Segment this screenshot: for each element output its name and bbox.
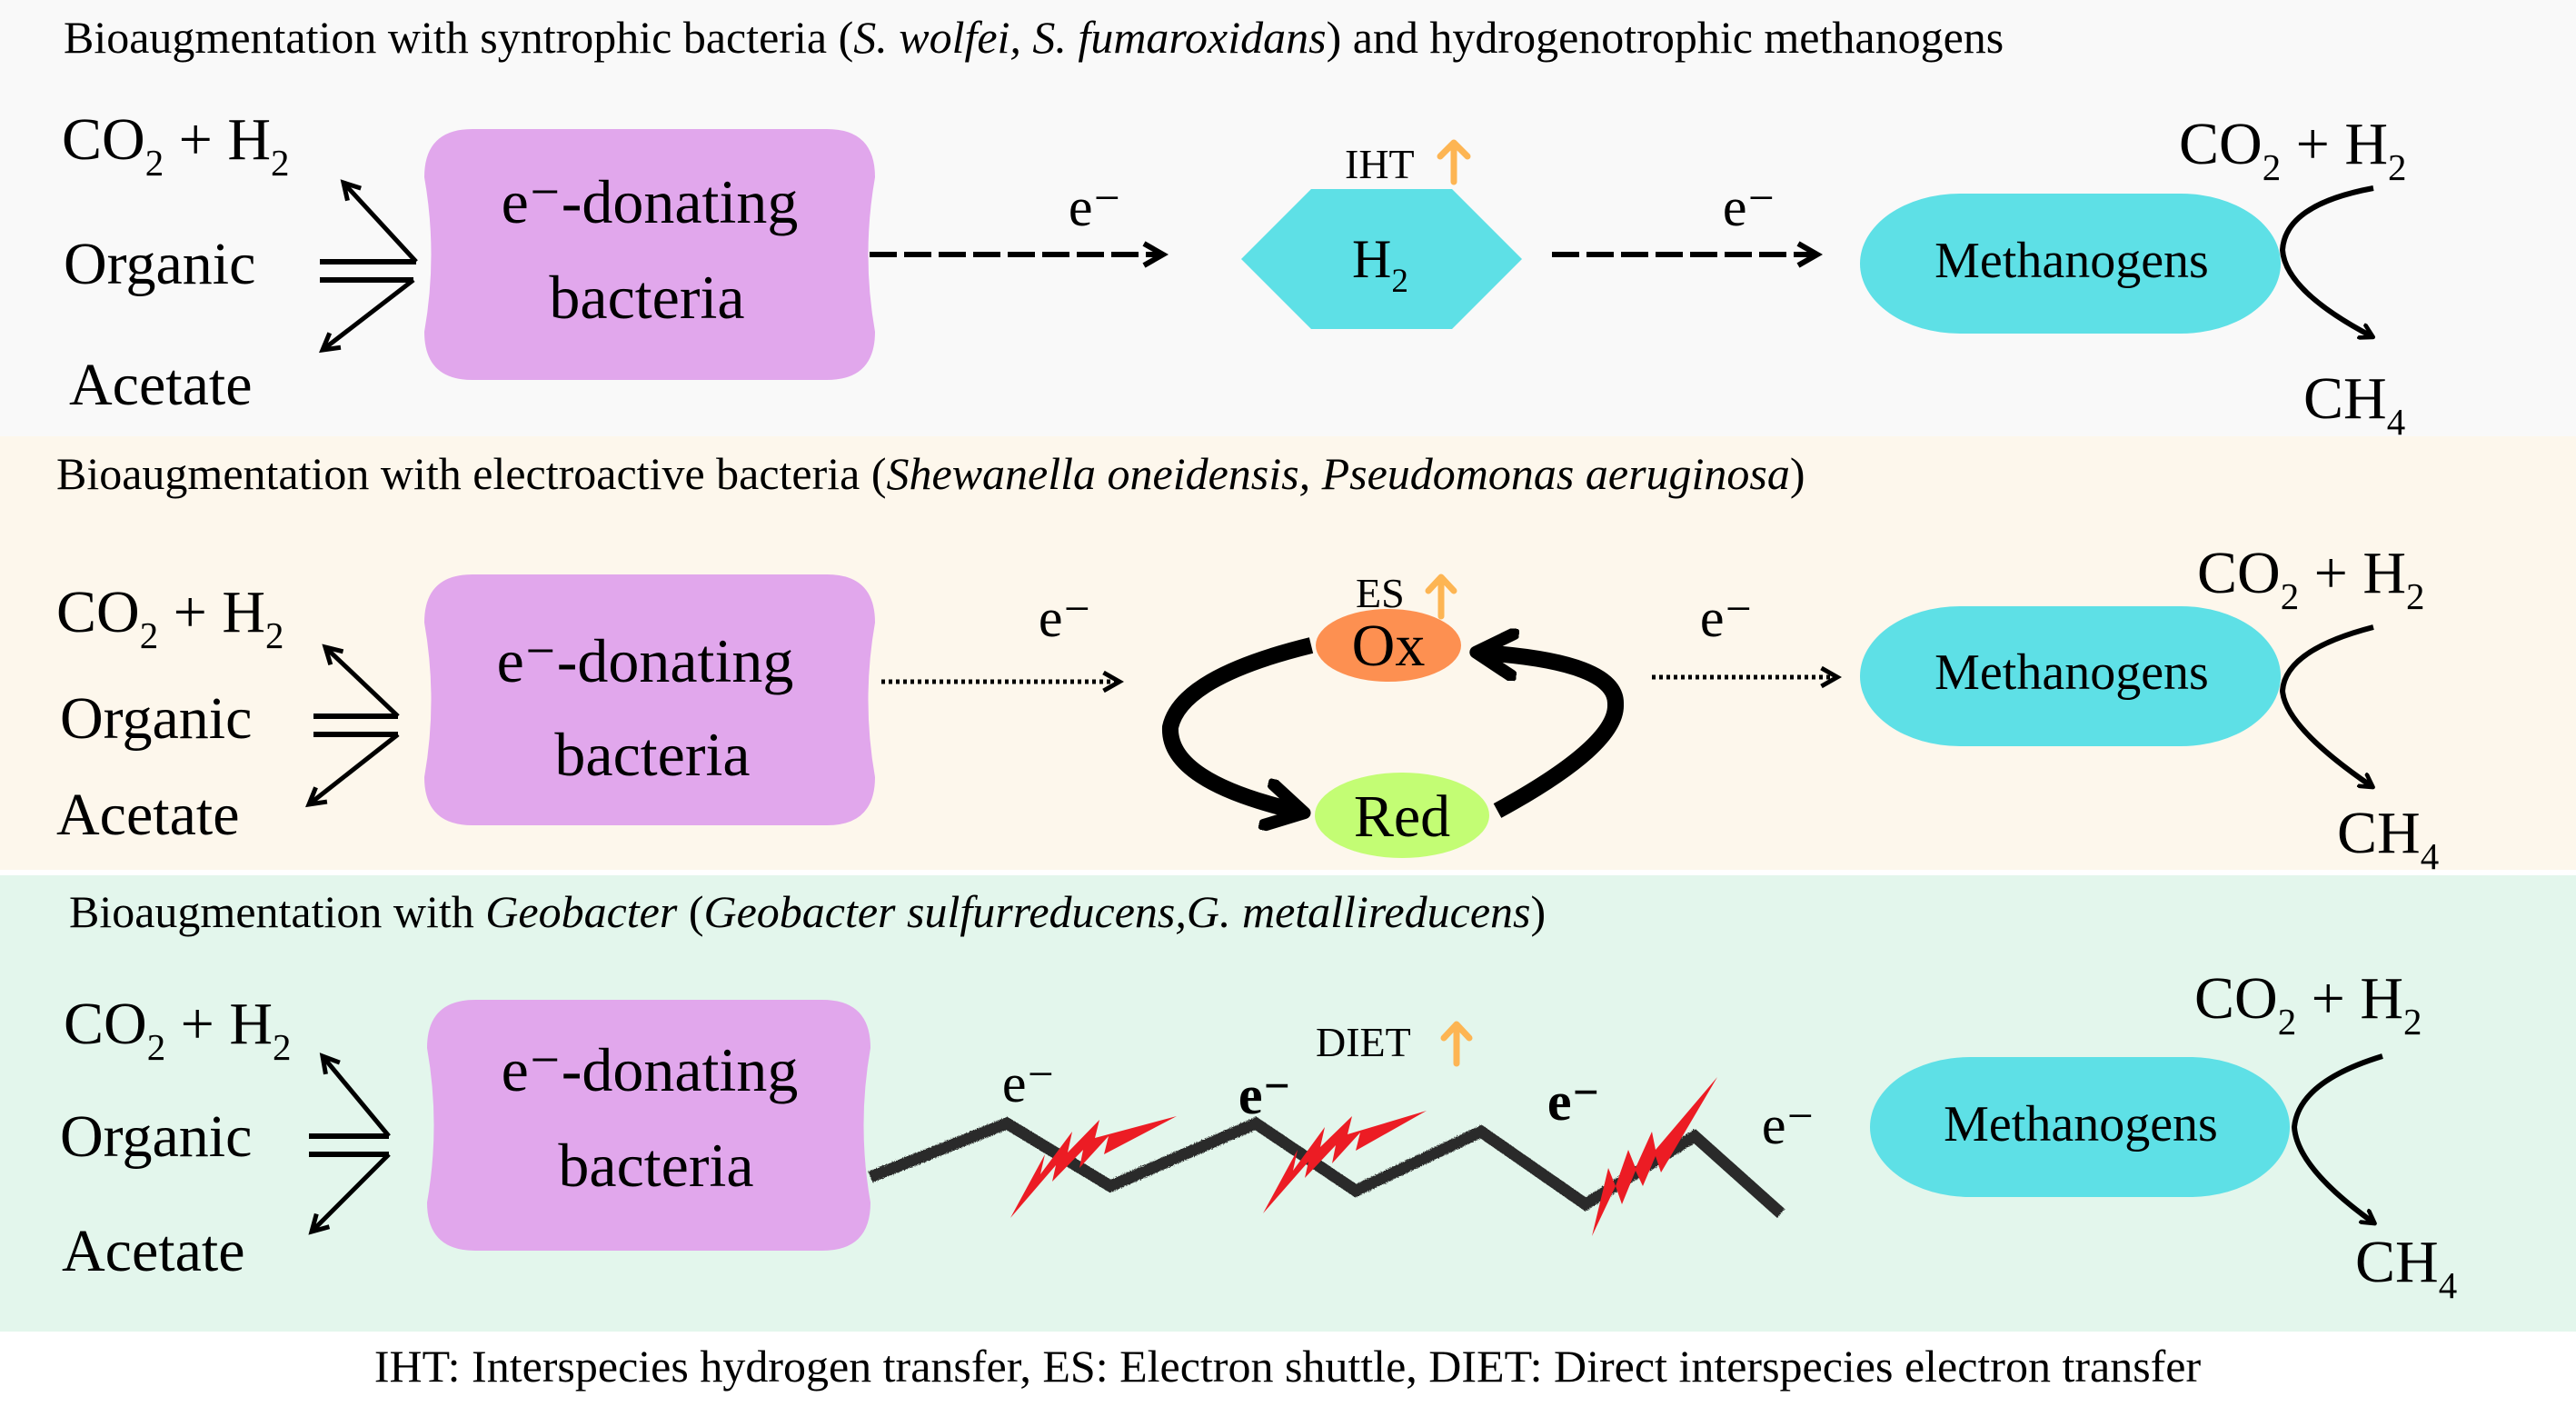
substrate-acetate: Acetate [62, 1218, 245, 1284]
panel-title: Bioaugmentation with syntrophic bacteria… [64, 12, 2004, 63]
fork-arrow-icon [308, 1053, 391, 1235]
conversion-arrow-icon [2279, 185, 2373, 336]
substrate-acetate: Acetate [69, 352, 253, 418]
product-ch4: CH4 [2303, 365, 2405, 443]
h2-label: H2 [1352, 229, 1408, 300]
panel-geobacter: Bioaugmentation with Geobacter (Geobacte… [0, 875, 2576, 1332]
diet-tag: DIET [1316, 1019, 1411, 1065]
oxidation-arrow-icon [1481, 653, 1624, 818]
electron-label: e⁻ [1700, 588, 1753, 648]
panel-title: Bioaugmentation with electroactive bacte… [56, 448, 1805, 499]
methanogens-box [1860, 606, 2281, 746]
panel-title: Bioaugmentation with Geobacter (Geobacte… [69, 886, 1546, 937]
es-tag: ES [1356, 570, 1405, 616]
electron-label: e⁻ [1069, 177, 1121, 237]
donor-bacteria-box [424, 574, 875, 825]
reduction-arrow-icon [1162, 637, 1314, 812]
footer-background [0, 1332, 2576, 1417]
lightning-icon [1263, 1111, 1427, 1213]
electron-label: e⁻ [1547, 1072, 1600, 1132]
donor-label-line2: bacteria [549, 263, 744, 332]
product-ch4: CH4 [2337, 800, 2439, 877]
methanogens-label: Methanogens [1934, 233, 2209, 289]
ox-node [1316, 609, 1461, 682]
fork-arrow-icon [305, 644, 400, 808]
substrate-organic: Organic [60, 685, 252, 752]
iht-tag: IHT [1345, 141, 1415, 187]
donor-label-line2: bacteria [554, 720, 750, 789]
red-node [1315, 773, 1489, 858]
product-co2-h2: CO2 + H2 [2197, 540, 2425, 617]
substrate-co2-h2: CO2 + H2 [62, 106, 290, 184]
conversion-arrow-icon [2279, 624, 2373, 786]
substrate-organic: Organic [60, 1103, 252, 1170]
lightning-icon [1592, 1077, 1717, 1236]
product-co2-h2: CO2 + H2 [2179, 111, 2407, 188]
electron-label: e⁻ [1723, 177, 1775, 237]
substrate-co2-h2: CO2 + H2 [64, 991, 292, 1068]
red-label: Red [1354, 783, 1450, 850]
electron-label: e⁻ [1762, 1095, 1815, 1155]
methanogens-box [1860, 194, 2281, 334]
donor-bacteria-box [427, 1000, 870, 1251]
donor-bacteria-box [424, 129, 875, 380]
electron-label: e⁻ [1039, 588, 1091, 648]
conversion-arrow-icon [2291, 1053, 2383, 1222]
donor-label-line2: bacteria [558, 1131, 753, 1200]
methanogens-label: Methanogens [1934, 644, 2209, 701]
h2-hexagon [1241, 189, 1522, 329]
product-co2-h2: CO2 + H2 [2194, 965, 2422, 1043]
increase-arrow-icon [1437, 139, 1471, 185]
ox-label: Ox [1352, 613, 1426, 679]
increase-arrow-icon [1425, 574, 1457, 620]
substrate-organic: Organic [64, 231, 255, 297]
substrate-acetate: Acetate [56, 782, 240, 848]
electron-label: e⁻ [1002, 1053, 1055, 1113]
fork-arrow-icon [319, 179, 418, 354]
donor-label-line1: e⁻-donating [502, 1035, 799, 1104]
lightning-icons [1010, 1077, 1717, 1236]
product-ch4: CH4 [2355, 1229, 2457, 1306]
substrate-co2-h2: CO2 + H2 [56, 579, 284, 656]
electron-label: e⁻ [1238, 1065, 1291, 1125]
methanogens-label: Methanogens [1944, 1096, 2218, 1153]
increase-arrow-icon [1440, 1021, 1473, 1067]
panel-electroactive: Bioaugmentation with electroactive bacte… [0, 436, 2576, 877]
footer-legend: IHT: Interspecies hydrogen transfer, ES:… [374, 1341, 2202, 1392]
methanogens-box [1870, 1057, 2290, 1197]
lightning-icon [1010, 1116, 1177, 1218]
donor-label-line1: e⁻-donating [502, 167, 799, 236]
donor-label-line1: e⁻-donating [497, 626, 794, 695]
panel-syntrophic: Bioaugmentation with syntrophic bacteria… [0, 0, 2576, 443]
